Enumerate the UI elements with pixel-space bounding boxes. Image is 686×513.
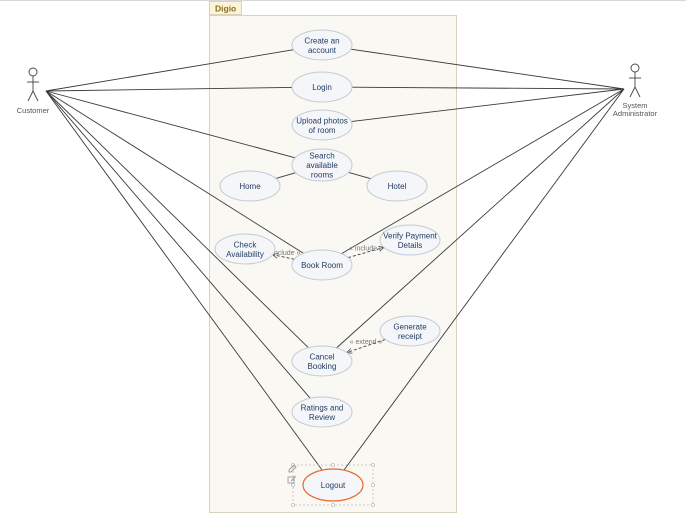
use-case-label: Review [309, 413, 335, 422]
pencil-icon[interactable] [288, 464, 297, 473]
association-admin-create-account[interactable] [350, 48, 625, 90]
use-case-label: Logout [321, 481, 346, 490]
use-case-label: Login [312, 83, 332, 92]
association-admin-logout[interactable] [343, 88, 625, 471]
use-case-hotel[interactable]: Hotel [366, 170, 428, 202]
use-case-label: Availability [226, 250, 264, 259]
use-case-label: Upload photos [296, 116, 348, 125]
system-title-tab [209, 1, 242, 15]
edit-icon[interactable] [287, 475, 297, 484]
use-case-label: Verify Payment [383, 231, 438, 240]
use-case-label: Home [239, 182, 261, 191]
use-case-label: Hotel [388, 182, 407, 191]
association-admin-cancel-booking[interactable] [336, 88, 625, 349]
use-case-ellipse [291, 29, 353, 61]
use-case-login[interactable]: Login [291, 71, 353, 103]
use-case-label: rooms [311, 171, 333, 180]
system-title: Digio [215, 4, 236, 14]
association-customer-search-rooms[interactable] [45, 90, 296, 159]
use-case-label: Booking [308, 362, 337, 371]
use-case-label: Book Room [301, 261, 343, 270]
actor-leg-left [27, 90, 34, 102]
use-case-book-room[interactable]: Book Room [291, 249, 353, 281]
dependency-book-room-verify-payment[interactable] [347, 247, 384, 259]
use-case-ellipse [366, 170, 428, 202]
association-customer-book-room[interactable] [45, 90, 304, 254]
dependency-generate-receipt-cancel-booking[interactable] [347, 339, 386, 352]
use-case-ellipse [219, 170, 281, 202]
dependency-label: « extend » [350, 339, 383, 346]
use-case-label: Ratings and [301, 403, 344, 412]
use-case-ellipse [291, 148, 353, 182]
association-customer-cancel-booking[interactable] [45, 90, 309, 348]
dependency-book-room-check-availability[interactable] [273, 255, 295, 260]
association-admin-upload-photos[interactable] [351, 88, 625, 122]
actor-leg-left [629, 86, 636, 98]
actor-head [630, 63, 640, 73]
use-case-ellipse [291, 109, 353, 141]
use-case-ellipse [291, 71, 353, 103]
use-case-ellipse [379, 224, 441, 256]
use-case-label: Check [234, 240, 258, 249]
use-case-label: Cancel [310, 352, 335, 361]
association-search-rooms-home[interactable] [275, 172, 296, 179]
use-case-ellipse [379, 315, 441, 347]
use-case-label: of room [308, 126, 335, 135]
resize-handle[interactable] [330, 502, 335, 507]
use-case-ellipse [302, 468, 364, 502]
use-case-logout[interactable]: Logout [290, 462, 375, 507]
use-case-label: Details [398, 241, 422, 250]
association-customer-login[interactable] [45, 86, 293, 92]
actor-label: Customer [17, 106, 50, 115]
association-admin-login[interactable] [351, 86, 625, 90]
use-case-label: available [306, 161, 338, 170]
use-case-ellipse [291, 345, 353, 377]
use-case-ellipse [291, 396, 353, 428]
association-lines [45, 48, 625, 471]
actor-label: Administrator [613, 109, 658, 118]
association-customer-create-account[interactable] [45, 49, 294, 92]
use-case-label: receipt [398, 332, 423, 341]
actor-label: System [622, 101, 647, 110]
dependency-label: « include » [349, 246, 383, 253]
association-customer-logout[interactable] [45, 90, 323, 471]
resize-handle[interactable] [370, 482, 375, 487]
actor-customer[interactable]: Customer [17, 67, 50, 115]
use-case-home[interactable]: Home [219, 170, 281, 202]
resize-handle[interactable] [330, 462, 335, 467]
use-case-label: account [308, 46, 337, 55]
resize-handle[interactable] [370, 502, 375, 507]
use-case-label: Search [309, 152, 334, 161]
dependency-label: « include » [267, 250, 301, 257]
association-admin-book-room[interactable] [341, 88, 625, 255]
association-customer-ratings-review[interactable] [45, 90, 311, 399]
use-case-ellipse [214, 233, 276, 265]
association-search-rooms-hotel[interactable] [348, 172, 371, 180]
actor-head [28, 67, 38, 77]
actor-leg-right [32, 90, 39, 102]
actor-leg-right [634, 86, 641, 98]
resize-handle[interactable] [290, 502, 295, 507]
resize-handle[interactable] [370, 462, 375, 467]
use-case-label: Create an [304, 36, 339, 45]
resize-handle[interactable] [290, 482, 295, 487]
use-case-label: Generate [393, 322, 427, 331]
use-case-ellipse [291, 249, 353, 281]
dependency-arrows: « include » « include » « extend » [267, 246, 386, 353]
